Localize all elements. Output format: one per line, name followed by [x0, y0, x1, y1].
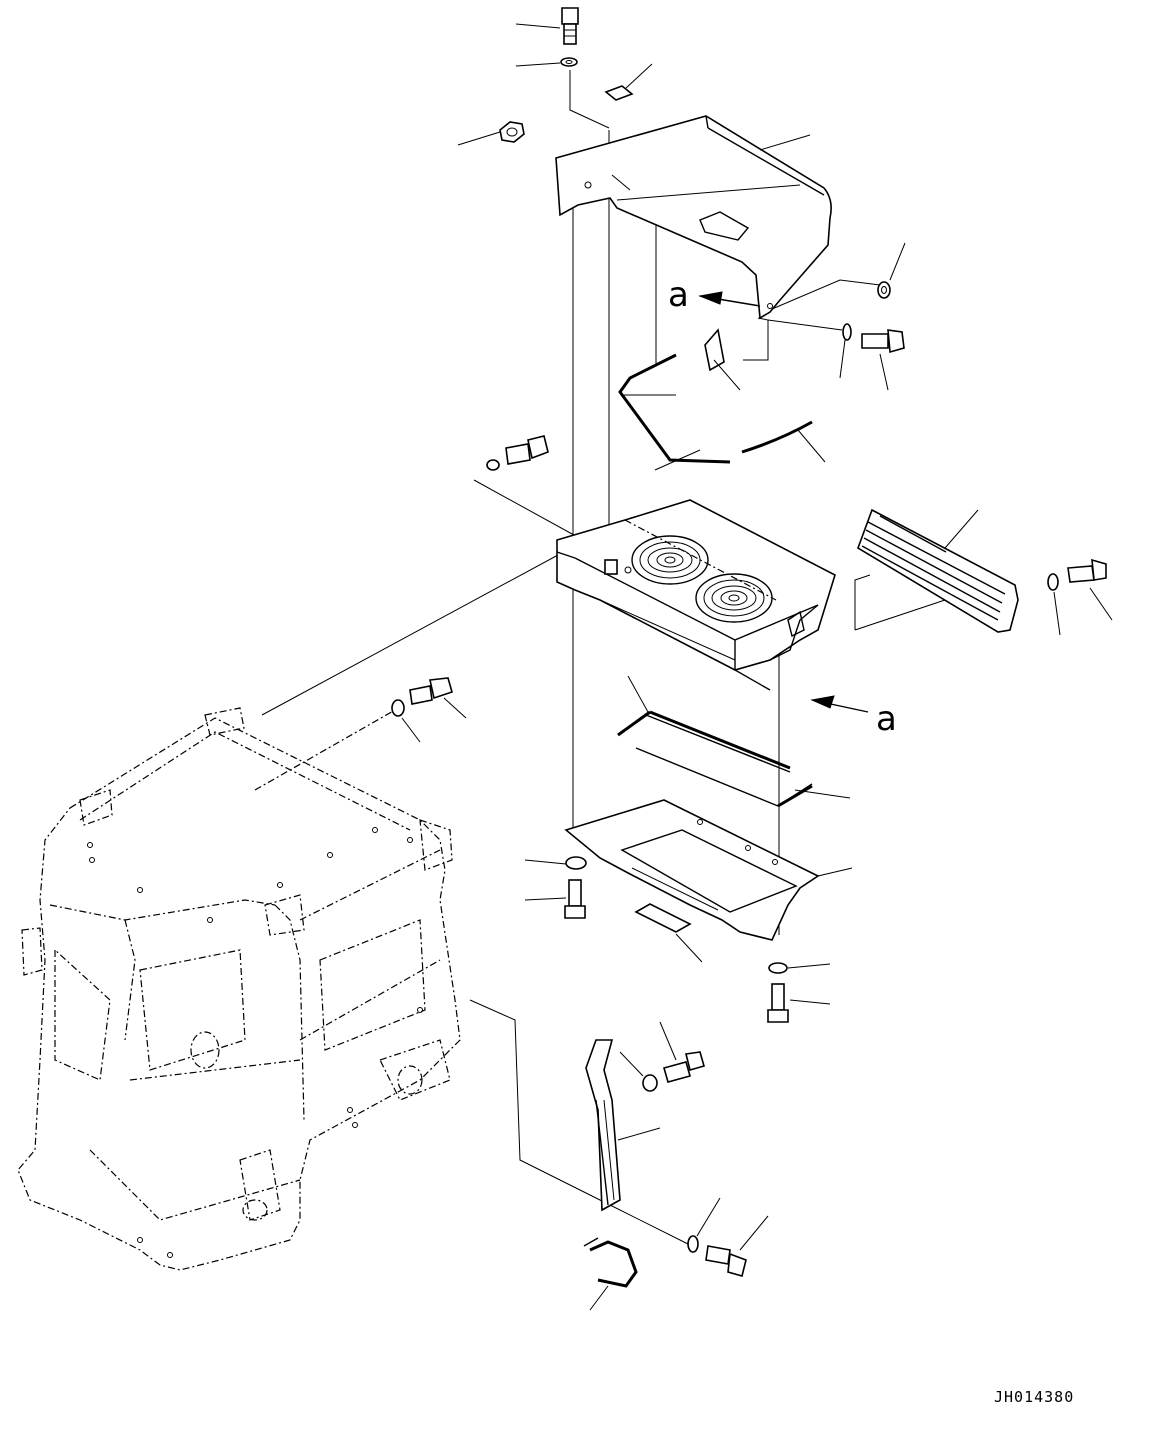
view-arrow-label-right: a — [876, 699, 897, 739]
label-plate — [604, 63, 653, 101]
view-arrow-label-top: a — [668, 275, 689, 315]
grab-handle — [585, 1039, 661, 1212]
grille-panel — [857, 508, 1019, 633]
handle-bolt-top — [619, 1021, 705, 1092]
cover-nut — [457, 121, 525, 146]
cab-bolt — [391, 677, 467, 743]
cover-bolt-right — [839, 323, 905, 391]
base-bolt-left — [524, 856, 587, 919]
grille-bolt — [1047, 558, 1113, 636]
fan-unit — [556, 499, 836, 691]
handle-bolt-bottom — [687, 1197, 769, 1277]
base-plate — [564, 799, 853, 941]
view-arrow-right — [810, 695, 869, 713]
pad-small — [704, 328, 741, 391]
base-bolt-right — [767, 962, 831, 1023]
cab-frame — [17, 707, 461, 1271]
fan-left — [631, 535, 709, 585]
drawing-code: JH014380 — [994, 1388, 1075, 1406]
top-cover — [555, 115, 832, 320]
filter-sheet-2 — [635, 747, 851, 808]
base-label — [634, 903, 703, 963]
fan-right — [695, 573, 773, 623]
assembly-lines — [254, 70, 946, 1246]
hook-clip — [583, 1237, 638, 1311]
filter-sheet-1 — [617, 675, 791, 773]
grommet-right — [877, 242, 906, 299]
top-washer — [515, 57, 578, 67]
leader-top-cover — [759, 134, 811, 151]
unit-bolt-left — [486, 435, 549, 471]
seal-strip-2 — [741, 420, 826, 463]
top-bolt — [515, 7, 579, 45]
seal-strip-1 — [618, 353, 731, 471]
view-arrow-top — [698, 291, 761, 307]
